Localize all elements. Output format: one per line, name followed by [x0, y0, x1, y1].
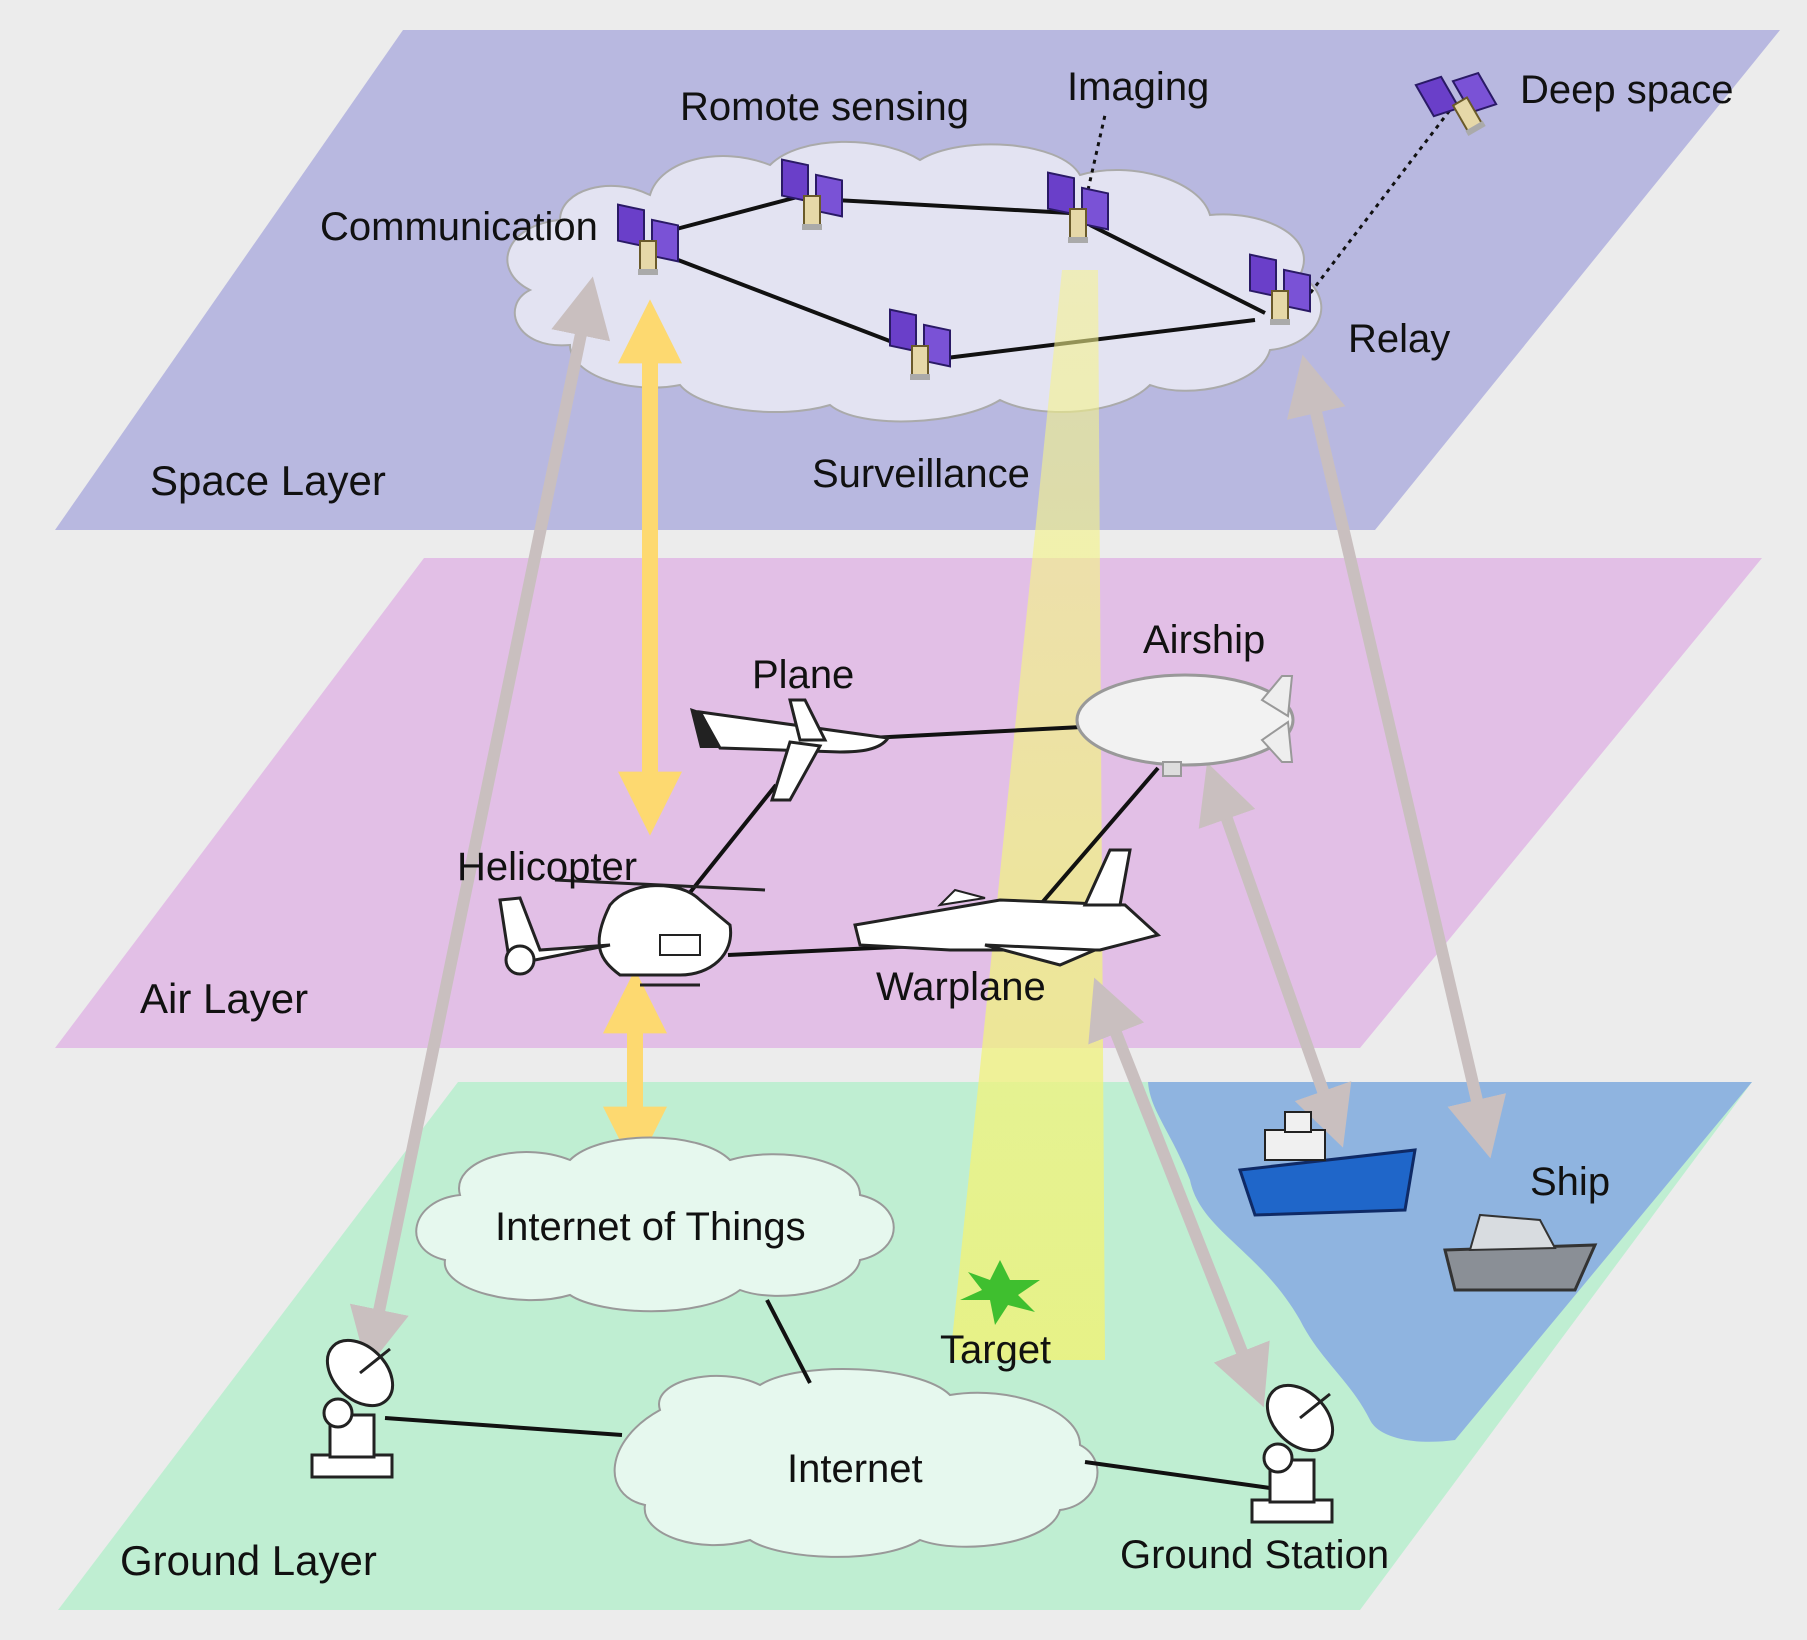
label-ship: Ship: [1530, 1160, 1610, 1204]
imaging-beam: [950, 270, 1105, 1360]
label-helicopter: Helicopter: [457, 845, 637, 889]
label-air-layer: Air Layer: [140, 975, 308, 1022]
label-plane: Plane: [752, 653, 854, 697]
ground-links: [384, 1299, 1271, 1490]
helicopter-icon: [498, 878, 766, 987]
imaging-pointer: [1086, 114, 1107, 191]
label-ground-layer: Ground Layer: [120, 1537, 377, 1584]
deep-space-link: [1303, 109, 1452, 301]
label-surveillance: Surveillance: [812, 452, 1030, 496]
label-deep-space: Deep space: [1520, 68, 1733, 112]
label-relay: Relay: [1348, 317, 1450, 361]
label-target: Target: [940, 1328, 1051, 1372]
label-internet: Internet: [787, 1447, 923, 1491]
label-ground-station: Ground Station: [1120, 1533, 1389, 1577]
label-space-layer: Space Layer: [150, 457, 386, 504]
label-warplane: Warplane: [876, 965, 1046, 1009]
label-remote-sensing: Romote sensing: [680, 85, 969, 129]
ship-icon-gray: [1443, 1213, 1598, 1292]
yellow-arrows: [603, 299, 682, 1171]
internet-cloud: [613, 1368, 1099, 1558]
gray-arrows: [349, 276, 1507, 1408]
plane-icon: [690, 698, 891, 802]
airship-icon: [1075, 673, 1295, 777]
iot-cloud: [415, 1136, 895, 1313]
target-icon: [960, 1260, 1040, 1325]
label-imaging: Imaging: [1067, 65, 1209, 109]
label-iot: Internet of Things: [495, 1205, 806, 1249]
warplane-icon: [853, 848, 1162, 967]
label-communication: Communication: [320, 205, 598, 249]
ship-icon-blue: [1237, 1111, 1417, 1217]
label-airship: Airship: [1143, 618, 1265, 662]
